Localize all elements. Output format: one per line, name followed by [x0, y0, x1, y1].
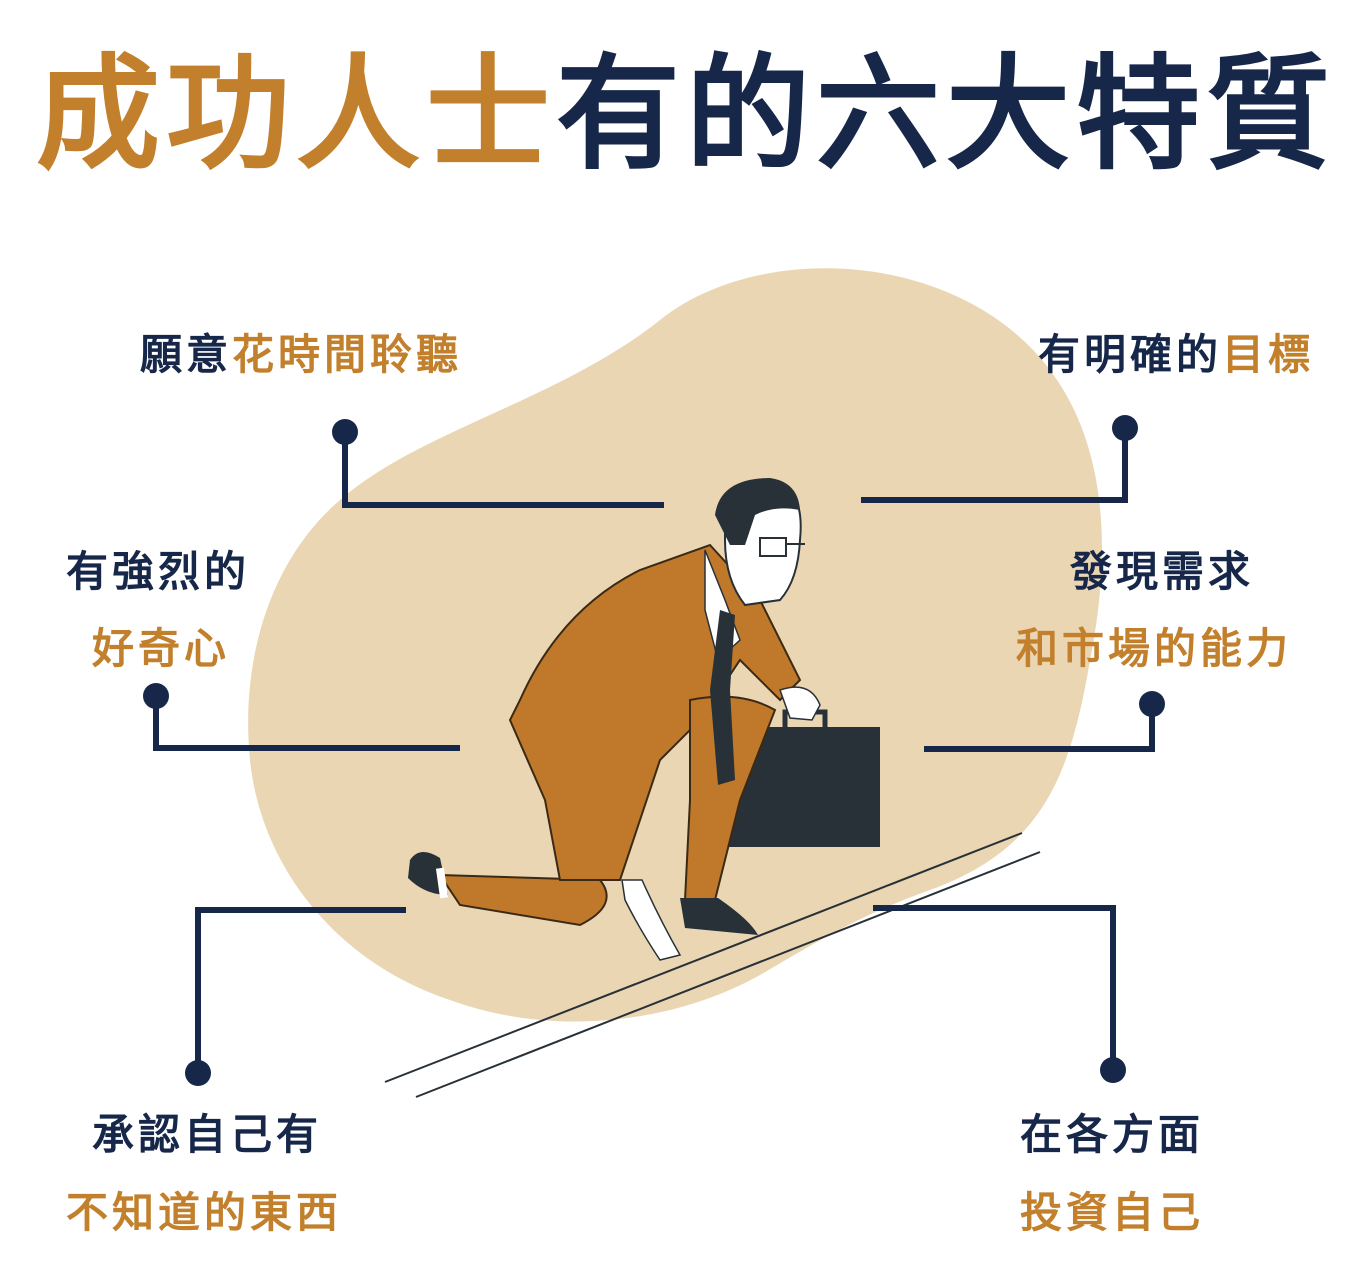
- ground-line-1: [384, 832, 1023, 1083]
- connector-dot-market: [1139, 691, 1165, 717]
- connector-invest: [873, 905, 1116, 1070]
- trait-invest-dark: 在各方面: [1020, 1110, 1205, 1159]
- trait-goal-dark: 有明確的: [1038, 330, 1223, 379]
- trait-goal: 有明確的目標: [1038, 328, 1314, 382]
- businessman-figure: [408, 478, 821, 961]
- title-accent: 成功人士: [36, 43, 557, 187]
- connector-dot-goal: [1112, 415, 1138, 441]
- connector-goal: [861, 428, 1128, 503]
- title-dark: 有的六大特質: [556, 43, 1337, 187]
- trait-market-dark: 發現需求: [1070, 547, 1255, 596]
- connector-curiosity: [153, 696, 460, 751]
- trait-listen-dark: 願意: [140, 330, 233, 379]
- trait-humble-dark: 承認自己有: [92, 1110, 323, 1159]
- connector-dot-listen: [332, 419, 358, 445]
- trait-invest-accent: 投資自己: [1020, 1188, 1205, 1237]
- trait-listen: 願意花時間聆聽: [140, 328, 462, 382]
- trait-listen-accent: 花時間聆聽: [232, 330, 463, 379]
- connector-humble: [195, 907, 406, 1073]
- connector-listen: [342, 432, 664, 508]
- connector-market: [924, 704, 1155, 752]
- trait-curiosity-dark: 有強烈的: [66, 547, 251, 596]
- connector-dot-invest: [1100, 1057, 1126, 1083]
- trait-humble-accent: 不知道的東西: [66, 1188, 343, 1237]
- connector-dot-curiosity: [143, 683, 169, 709]
- ground-line-2: [415, 851, 1041, 1098]
- connector-dot-humble: [185, 1060, 211, 1086]
- trait-goal-accent: 目標: [1222, 330, 1315, 379]
- trait-market-accent: 和市場的能力: [1016, 624, 1293, 673]
- page-title: 成功人士有的六大特質: [36, 40, 1336, 190]
- trait-curiosity-accent: 好奇心: [92, 624, 231, 673]
